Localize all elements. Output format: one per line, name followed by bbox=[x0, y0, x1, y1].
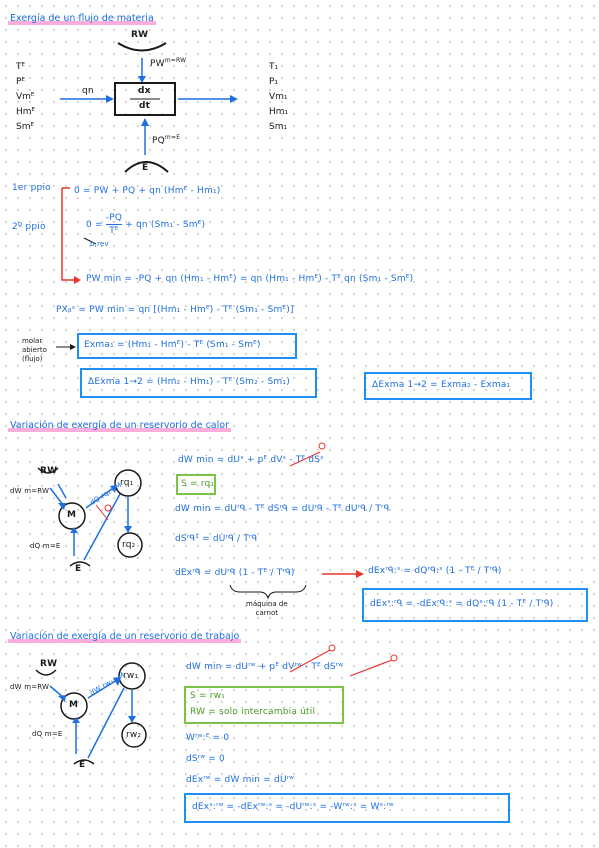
eq-second-principle: 0 = -PQ Tᴱ + qn (Sm₁ - Smᴱ) bbox=[86, 213, 206, 236]
s3-result-text: dExˢ:ʳʷ = -dExʳʷ:ˢ = -dUʳʷ:ˢ = -Wʳʷ:ˢ = … bbox=[192, 802, 394, 812]
second-principle-label: 2º ppio bbox=[12, 222, 46, 232]
s3-rw-label: RW bbox=[40, 659, 58, 669]
s3-eq-work-zero: Wʳʷ:ᴱ = 0 bbox=[186, 733, 230, 743]
s3-rw1-label: rw₁ bbox=[123, 671, 139, 681]
s2-e-label: E bbox=[75, 564, 82, 574]
box1-text: Exma₁ = (Hm₁ - Hmᴱ) - Tᴱ (Sm₁ - Smᴱ) bbox=[84, 340, 261, 350]
prop-t-out: T₁ bbox=[269, 62, 279, 72]
s3-eq-exergy: dExʳʷ = dW min = dUʳʷ bbox=[186, 775, 295, 785]
section-title-2: Variación de exergía de un reservorio de… bbox=[8, 420, 231, 432]
eq-first-principle: 0 = PW + PQ + qn (Hmᴱ - Hm₁) bbox=[74, 186, 221, 196]
qn-label: qn bbox=[82, 86, 94, 96]
heat-in-label: PQm=E bbox=[152, 134, 180, 146]
s2-dw-label: dW m=RW bbox=[10, 487, 50, 495]
result-box-1: Exma₁ = (Hm₁ - Hmᴱ) - Tᴱ (Sm₁ - Smᴱ) bbox=[77, 333, 297, 359]
section-title-1: Exergía de un flujo de materia bbox=[8, 13, 156, 25]
eq2-rest: + qn (Sm₁ - Smᴱ) bbox=[125, 220, 206, 230]
s3-result-box: dExˢ:ʳʷ = -dExʳʷ:ˢ = -dUʳʷ:ˢ = -Wʳʷ:ˢ = … bbox=[184, 793, 510, 823]
side-note-line1: molar bbox=[22, 337, 43, 345]
power-in-label: PWm=RW bbox=[150, 57, 186, 69]
eq2-subscript: b,rev bbox=[90, 240, 109, 248]
s3-dq-label: dQ m=E bbox=[32, 730, 63, 738]
s2-m-label: M bbox=[67, 510, 77, 520]
s2-system-text: S = rq₁ bbox=[181, 479, 215, 489]
s2-eq-exergy: dExʳᑫ = dUʳᑫ (1 - Tᴱ / Tʳᑫ) bbox=[175, 568, 295, 578]
s2-eq-work-reservoir: dW min = dUʳᑫ - Tᴱ dSʳᑫ = dUʳᑫ - Tᴱ dUʳᑫ… bbox=[175, 504, 390, 514]
s2-result-text: dExˢ:ʳᑫ = -dExʳᑫ:ˢ = dQˢ:ʳᑫ (1 - Tᴱ / Tʳ… bbox=[370, 599, 554, 609]
s3-conditions-box: S = rw₁ RW = solo intercambia útil bbox=[184, 686, 344, 724]
result-box-3: ΔExma 1→2 = Exma₂ - Exma₁ bbox=[364, 372, 532, 400]
pq-sup: m=E bbox=[164, 134, 181, 141]
prop-hm-in: Hmᴱ bbox=[16, 107, 36, 117]
prop-sm-in: Smᴱ bbox=[16, 122, 35, 132]
s2-dq-label: dQ m=E bbox=[30, 542, 61, 550]
prop-vm-out: Vm₁ bbox=[269, 92, 288, 102]
right-properties: T₁ P₁ Vm₁ Hm₁ Sm₁ bbox=[269, 60, 288, 135]
s3-m-label: M bbox=[69, 700, 79, 710]
prop-t-in: Tᴱ bbox=[16, 62, 26, 72]
box2-text: ΔExma 1→2 = (Hm₂ - Hm₁) - Tᴱ (Sm₂ - Sm₁) bbox=[88, 377, 290, 387]
eq-exergy-flow: PXᵦˢ = PW min = qn [(Hm₁ - Hmᴱ) - Tᴱ (Sm… bbox=[56, 305, 294, 315]
s3-condition-1: S = rw₁ bbox=[190, 691, 226, 701]
pw-text: PW bbox=[150, 59, 165, 69]
s2-rw-label: RW bbox=[40, 466, 58, 476]
eq-min-power: PW min = -PQ + qn (Hm₁ - Hmᴱ) = qn (Hm₁ … bbox=[86, 274, 414, 284]
s3-e-label: E bbox=[79, 760, 86, 770]
s3-eq-entropy-zero: dSʳʷ = 0 bbox=[186, 754, 225, 764]
s2-carnot-line1: máquina de bbox=[246, 600, 288, 608]
first-principle-label: 1er ppio bbox=[12, 183, 51, 193]
side-note-line2: abierto bbox=[22, 346, 47, 354]
s2-rq2-label: rq₂ bbox=[122, 540, 136, 550]
s3-eq-min-work: dW min = dUʳʷ + pᴱ dVʳʷ - Tᴱ dSʳʷ bbox=[186, 662, 344, 672]
prop-p-in: Pᴱ bbox=[16, 77, 26, 87]
s3-condition-2: RW = solo intercambia útil bbox=[190, 707, 316, 717]
s2-eq-exergy-heat: dExʳᑫ:ˢ = dQʳᑫ:ˢ (1 - Tᴱ / Tʳᑫ) bbox=[368, 566, 502, 576]
box3-text: ΔExma 1→2 = Exma₂ - Exma₁ bbox=[372, 380, 511, 390]
prop-vm-in: Vmᴱ bbox=[16, 92, 35, 102]
eq2-numerator: -PQ bbox=[105, 213, 123, 225]
dxdt-top: dx bbox=[138, 86, 151, 96]
rw-label: RW bbox=[131, 30, 149, 40]
prop-sm-out: Sm₁ bbox=[269, 122, 288, 132]
pw-sup: m=RW bbox=[164, 57, 187, 64]
side-note-line3: (flujo) bbox=[22, 355, 43, 363]
s2-eq-min-work: dW min = dUˢ + pᴱ dVˢ - Tᴱ dSˢ bbox=[178, 455, 324, 465]
s3-dw-label: dW m=RW bbox=[10, 683, 50, 691]
side-note: molar abierto (flujo) bbox=[22, 337, 47, 364]
e-label: E bbox=[142, 163, 149, 173]
pq-text: PQ bbox=[152, 136, 165, 146]
s2-carnot-line2: carnot bbox=[255, 609, 278, 617]
s2-carnot-note: máquina de carnot bbox=[246, 600, 288, 618]
section-title-3: Variación de exergía de un reservorio de… bbox=[8, 631, 242, 643]
eq2-denominator: Tᴱ bbox=[109, 226, 119, 236]
s2-rq1-label: rq₁ bbox=[120, 478, 134, 488]
left-properties: Tᴱ Pᴱ Vmᴱ Hmᴱ Smᴱ bbox=[16, 60, 35, 135]
s2-result-box: dExˢ:ʳᑫ = -dExʳᑫ:ˢ = dQˢ:ʳᑫ (1 - Tᴱ / Tʳ… bbox=[362, 588, 588, 622]
prop-p-out: P₁ bbox=[269, 77, 279, 87]
prop-hm-out: Hm₁ bbox=[269, 107, 289, 117]
s3-rw2-label: rw₂ bbox=[126, 730, 142, 740]
dxdt-bottom: dt bbox=[139, 101, 151, 111]
s2-eq-entropy: dSʳᑫ¹ = dUʳᑫ / Tʳᑫ bbox=[175, 534, 258, 544]
s2-system-box: S = rq₁ bbox=[176, 474, 216, 495]
result-box-2: ΔExma 1→2 = (Hm₂ - Hm₁) - Tᴱ (Sm₂ - Sm₁) bbox=[80, 368, 317, 398]
